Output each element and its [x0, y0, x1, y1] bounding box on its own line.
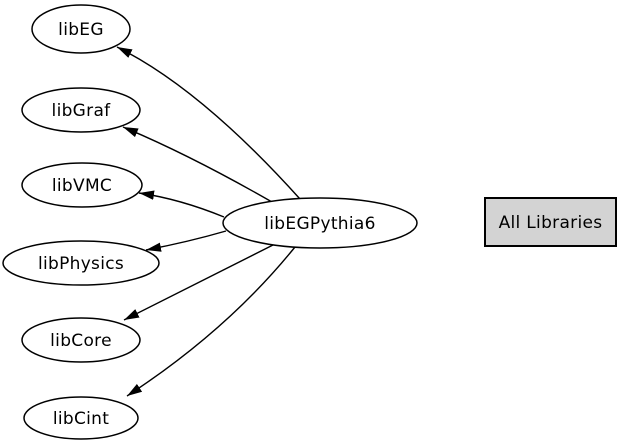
node-AllLibraries: All Libraries: [484, 197, 617, 247]
node-libEG-label: libEG: [58, 20, 104, 40]
node-libEGPythia6-label: libEGPythia6: [264, 214, 375, 234]
edge-libEGPythia6-to-libEG: [116, 46, 301, 200]
node-libCint-shape: [23, 396, 139, 440]
node-libCore: libCore: [21, 317, 141, 363]
node-libCore-label: libCore: [50, 331, 112, 351]
node-libGraf: libGraf: [21, 87, 141, 133]
node-libEG: libEG: [31, 4, 131, 54]
edge-libEGPythia6-to-libPhysics: [145, 230, 227, 252]
node-libCint-label: libCint: [53, 409, 109, 429]
node-libEGPythia6-shape: [222, 197, 418, 249]
node-libEGPythia6: libEGPythia6: [222, 197, 418, 249]
node-libVMC-label: libVMC: [52, 176, 112, 196]
node-libCint: libCint: [23, 396, 139, 440]
node-libVMC: libVMC: [21, 162, 143, 208]
edge-libEGPythia6-to-libCint: [126, 246, 296, 397]
node-libGraf-shape: [21, 87, 141, 133]
edge-libEGPythia6-to-libCore: [123, 244, 274, 321]
edge-libEGPythia6-to-libVMC: [138, 190, 225, 218]
node-libPhysics-shape: [2, 240, 160, 286]
node-libVMC-shape: [21, 162, 143, 208]
node-libCore-shape: [21, 317, 141, 363]
node-AllLibraries-label: All Libraries: [499, 213, 603, 233]
node-libGraf-label: libGraf: [52, 101, 112, 121]
node-AllLibraries-shape: [484, 197, 617, 247]
edge-libEGPythia6-to-libGraf: [122, 126, 273, 203]
node-libPhysics: libPhysics: [2, 240, 160, 286]
node-libPhysics-label: libPhysics: [38, 254, 124, 274]
node-libEG-shape: [31, 4, 131, 54]
